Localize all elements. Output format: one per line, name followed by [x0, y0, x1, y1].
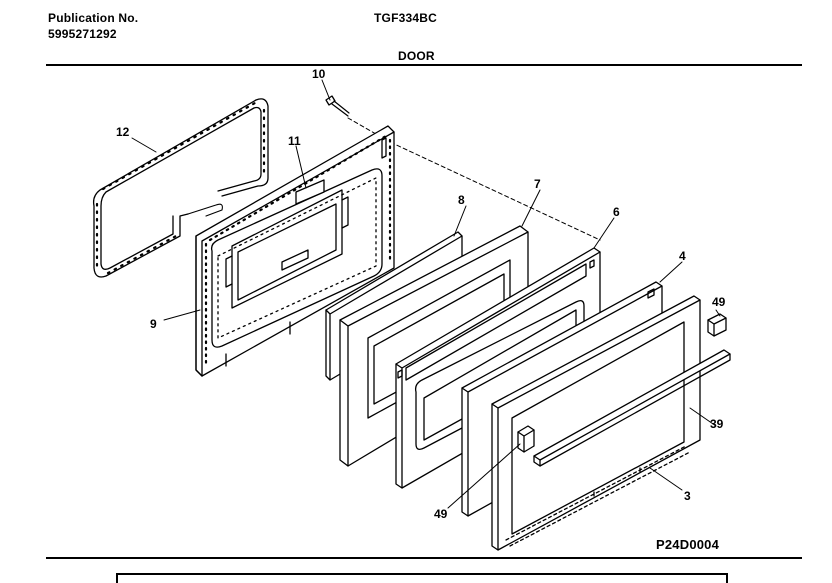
model-number: TGF334BC: [374, 11, 437, 25]
outer-door-part-9: [195, 125, 395, 377]
screw-part-10: [325, 95, 350, 117]
callout-49-right: 49: [712, 295, 726, 309]
bottom-box: [116, 573, 728, 583]
callout-7: 7: [534, 177, 541, 191]
callout-11: 11: [288, 134, 301, 148]
header-rule: [46, 64, 802, 66]
hinge-clip-part-49-left: [517, 425, 535, 453]
callout-4: 4: [679, 249, 686, 263]
callout-3: 3: [684, 489, 691, 503]
figure-id: P24D0004: [656, 537, 720, 552]
callout-8: 8: [458, 193, 465, 207]
section-title: DOOR: [398, 49, 435, 63]
footer-rule: [46, 557, 802, 559]
callout-39: 39: [710, 417, 724, 431]
publication-number: 5995271292: [48, 27, 117, 41]
alignment-line: [347, 117, 601, 241]
hinge-clip-part-49-right: [707, 313, 727, 337]
publication-label: Publication No.: [48, 11, 139, 25]
gasket-part-12: [92, 98, 269, 278]
callout-12: 12: [116, 125, 130, 139]
leader-lines: [131, 79, 721, 509]
handle-part-39: [533, 349, 731, 467]
callout-10: 10: [312, 67, 326, 81]
callout-9: 9: [150, 317, 157, 331]
callout-6: 6: [613, 205, 620, 219]
callout-49-left: 49: [434, 507, 448, 521]
